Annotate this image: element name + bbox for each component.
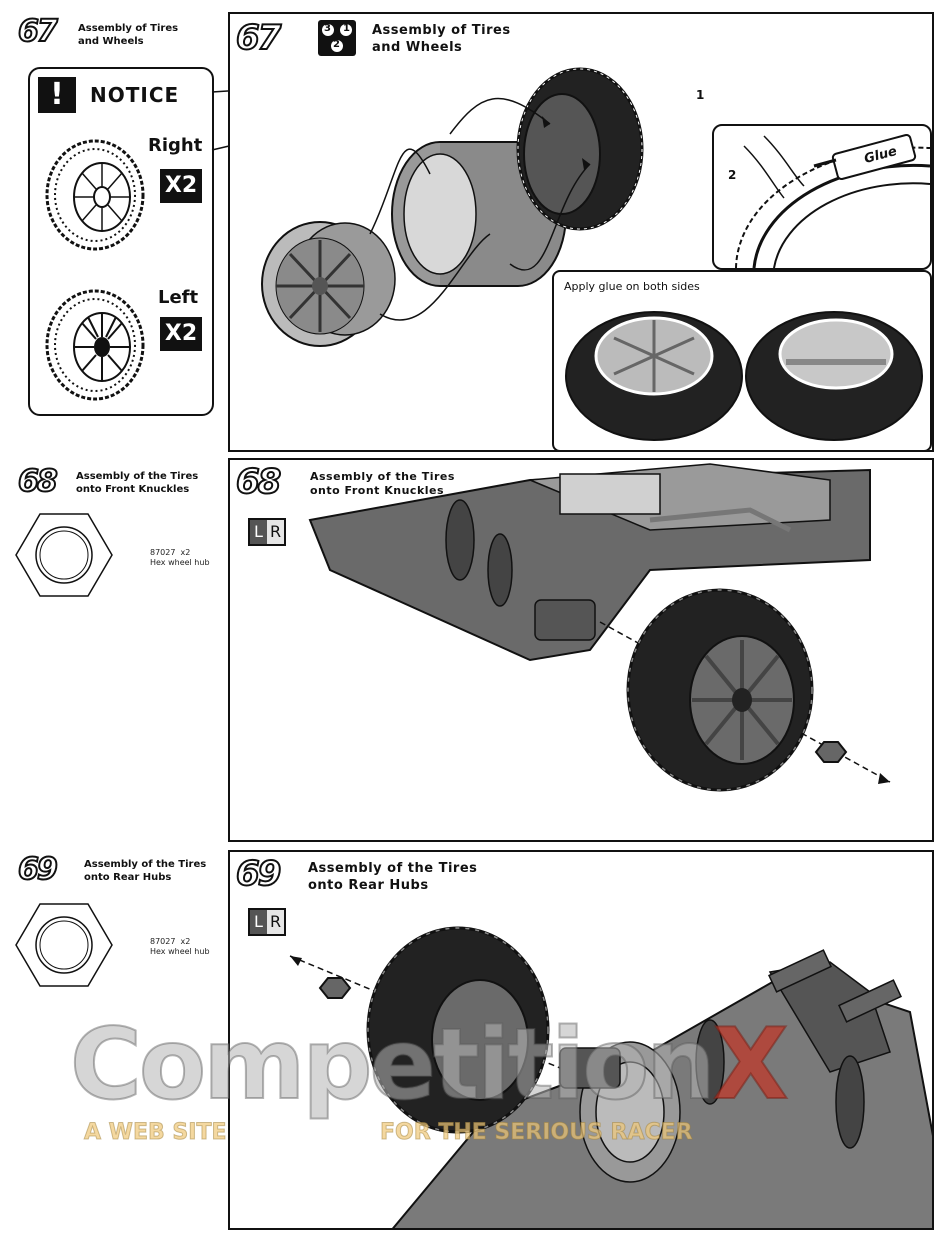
right-label: Right — [148, 135, 203, 156]
step-number: 67 — [235, 17, 282, 59]
step68-small-header: 68 Assembly of the Tires onto Front Knuc… — [14, 463, 224, 504]
step68-panel: 68 Assembly of the Tires onto Front Knuc… — [228, 458, 934, 842]
step-title-line1: Assembly of the Tires — [76, 471, 199, 482]
step-title: Assembly of Tires and Wheels — [78, 22, 178, 48]
step67-small-header: 67 Assembly of Tires and Wheels — [14, 13, 224, 54]
apply-glue-inset: Apply glue on both sides — [552, 270, 932, 452]
step-title: Assembly of the Tires onto Rear Hubs — [84, 858, 206, 884]
step69-small-header: 69 Assembly of the Tires onto Rear Hubs — [14, 851, 224, 892]
wheel-assembly-diagram — [250, 54, 690, 354]
panel-title-line2: and Wheels — [372, 40, 463, 55]
order-digit: 3 — [324, 23, 331, 34]
panel-title: Assembly of the Tires onto Front Knuckle… — [310, 470, 455, 498]
step-title-line1: Assembly of Tires — [78, 23, 179, 34]
left-wheel-image — [40, 285, 150, 405]
watermark-logo: CompetitionX A WEB SITE FOR THE SERIOUS … — [69, 1008, 890, 1160]
left-label: Left — [158, 287, 199, 308]
order-digit: 2 — [333, 39, 340, 50]
sequence-icon: 3 1 2 — [318, 20, 356, 56]
panel-title-line1: Assembly of the Tires — [310, 470, 455, 483]
panel-title-line1: Assembly of Tires — [372, 23, 511, 38]
step-title-line2: onto Front Knuckles — [76, 484, 190, 495]
right-wheel-image — [40, 135, 150, 255]
callout-1: 1 — [696, 88, 705, 102]
glue-note: Apply glue on both sides — [564, 280, 700, 293]
part-name: Hex wheel hub — [150, 558, 210, 567]
glue-inset: 2 Glue — [712, 124, 932, 270]
lr-left: L — [250, 910, 267, 934]
part-name: Hex wheel hub — [150, 947, 210, 956]
notice-label: NOTICE — [90, 83, 180, 107]
panel-title-line2: onto Front Knuckles — [310, 484, 445, 497]
step-title-line1: Assembly of the Tires — [84, 859, 207, 870]
notice-box: ! NOTICE Right X2 Left X2 — [28, 67, 214, 416]
rear-chassis-diagram — [289, 926, 932, 1228]
part-label: 87027 x2 Hex wheel hub — [150, 548, 210, 568]
step-title-line2: and Wheels — [78, 36, 144, 47]
part-qty: x2 — [180, 937, 191, 946]
hex-hub-part-image — [14, 902, 114, 988]
step-number: 69 — [235, 853, 282, 895]
step67-panel: 67 3 1 2 Assembly of Tires and Wheels — [228, 12, 934, 452]
part-qty: x2 — [180, 548, 191, 557]
right-qty-badge: X2 — [160, 169, 202, 203]
lr-right: R — [267, 910, 284, 934]
lr-left: L — [250, 520, 267, 544]
panel-title: Assembly of the Tires onto Rear Hubs — [308, 860, 477, 894]
step-number: 68 — [235, 461, 282, 503]
watermark-tagline-left: A WEB SITE — [83, 1120, 227, 1146]
left-qty-badge: X2 — [160, 317, 202, 351]
step-number: 69 — [17, 851, 59, 888]
order-digit: 1 — [343, 23, 350, 34]
callout-2: 2 — [728, 168, 737, 182]
lr-right: R — [267, 520, 284, 544]
exclamation-icon: ! — [38, 77, 76, 113]
panel-title-line1: Assembly of the Tires — [308, 861, 478, 876]
glue-tube-image — [735, 133, 930, 268]
step-title-line2: onto Rear Hubs — [84, 872, 172, 883]
panel-title: Assembly of Tires and Wheels — [372, 22, 511, 56]
lr-indicator: L R — [248, 908, 286, 936]
step-number: 68 — [17, 463, 59, 500]
panel-title-line2: onto Rear Hubs — [308, 878, 429, 893]
part-label: 87027 x2 Hex wheel hub — [150, 937, 210, 957]
glued-tires-image — [565, 311, 923, 441]
front-chassis-diagram — [308, 463, 891, 792]
notice-header: ! NOTICE — [38, 77, 208, 117]
part-number: 87027 — [150, 937, 176, 946]
watermark-brand: CompetitionX — [69, 1008, 790, 1122]
hex-hub-part-image — [14, 512, 114, 598]
step-title: Assembly of the Tires onto Front Knuckle… — [76, 470, 198, 496]
step69-panel: 69 Assembly of the Tires onto Rear Hubs … — [228, 850, 934, 1230]
lr-indicator: L R — [248, 518, 286, 546]
part-number: 87027 — [150, 548, 176, 557]
watermark-tagline-right: FOR THE SERIOUS RACER — [380, 1120, 694, 1146]
watermark-brand-main: Competition — [69, 1008, 717, 1122]
watermark-brand-accent: X — [712, 1008, 790, 1122]
step-number: 67 — [17, 13, 59, 50]
